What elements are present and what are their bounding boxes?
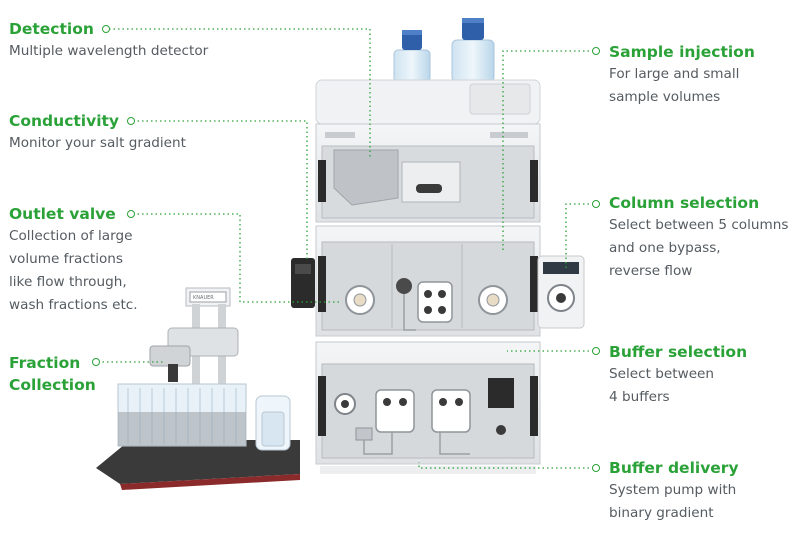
callout-fraction-collection: Fraction Collection bbox=[9, 352, 96, 396]
fraction-collection-title-1: Fraction bbox=[9, 354, 81, 372]
conductivity-desc: Monitor your salt gradient bbox=[9, 135, 186, 151]
outlet-valve-desc-1: Collection of large bbox=[9, 228, 133, 244]
fraction-collection-dot bbox=[92, 358, 100, 366]
detection-title: Detection bbox=[9, 20, 94, 38]
column-selection-title: Column selection bbox=[609, 194, 760, 212]
buffer-delivery-title: Buffer delivery bbox=[609, 459, 739, 477]
callout-outlet-valve: Outlet valve Collection of large volume … bbox=[9, 203, 138, 317]
buffer-selection-title: Buffer selection bbox=[609, 343, 748, 361]
conductivity-monitor bbox=[291, 258, 315, 308]
buffer-delivery-desc-1: System pump with bbox=[609, 482, 737, 498]
buffer-selection-desc-2: 4 buffers bbox=[609, 389, 670, 405]
conductivity-dot bbox=[127, 117, 135, 125]
callout-column-selection: Column selection Select between 5 column… bbox=[609, 192, 788, 283]
callout-detection: Detection Multiple wavelength detector bbox=[9, 18, 208, 63]
detector-module bbox=[315, 123, 541, 223]
callout-buffer-selection: Buffer selection Select between 4 buffer… bbox=[609, 341, 747, 409]
outlet-valve-dot bbox=[127, 210, 135, 218]
callout-conductivity: Conductivity Monitor your salt gradient bbox=[9, 110, 186, 155]
bottle-tray bbox=[315, 79, 541, 125]
buffer-selection-dot bbox=[592, 347, 600, 355]
detection-dot bbox=[102, 25, 110, 33]
column-selection-valve bbox=[537, 255, 585, 329]
sample-injection-dot bbox=[592, 47, 600, 55]
buffer-bottle-right bbox=[451, 18, 495, 83]
sample-injection-desc-2: sample volumes bbox=[609, 89, 721, 105]
buffer-bottle-left bbox=[393, 30, 431, 83]
column-selection-desc-1: Select between 5 columns bbox=[609, 217, 789, 233]
outlet-valve-desc-2: volume fractions bbox=[9, 251, 123, 267]
sample-injection-title: Sample injection bbox=[609, 43, 755, 61]
outlet-valve-title: Outlet valve bbox=[9, 205, 116, 223]
callout-buffer-delivery: Buffer delivery System pump with binary … bbox=[609, 457, 739, 525]
device-brand-text: KNAUER bbox=[193, 295, 214, 301]
buffer-selection-desc-1: Select between bbox=[609, 366, 715, 382]
buffer-delivery-desc-2: binary gradient bbox=[609, 505, 714, 521]
column-selection-dot bbox=[592, 200, 600, 208]
buffer-delivery-dot bbox=[592, 464, 600, 472]
detection-desc: Multiple wavelength detector bbox=[9, 43, 209, 59]
pump-module bbox=[315, 341, 541, 474]
column-selection-desc-3: reverse flow bbox=[609, 263, 693, 279]
column-selection-desc-2: and one bypass, bbox=[609, 240, 721, 256]
sample-injection-desc-1: For large and small bbox=[609, 66, 740, 82]
callout-leaders bbox=[98, 28, 598, 469]
outlet-valve-desc-4: wash fractions etc. bbox=[9, 297, 138, 313]
fraction-collector bbox=[96, 287, 300, 490]
outlet-valve-desc-3: like flow through, bbox=[9, 274, 127, 290]
valve-module bbox=[315, 225, 541, 337]
conductivity-title: Conductivity bbox=[9, 112, 120, 130]
callout-sample-injection: Sample injection For large and small sam… bbox=[609, 41, 755, 109]
fraction-collection-title-2: Collection bbox=[9, 376, 96, 394]
